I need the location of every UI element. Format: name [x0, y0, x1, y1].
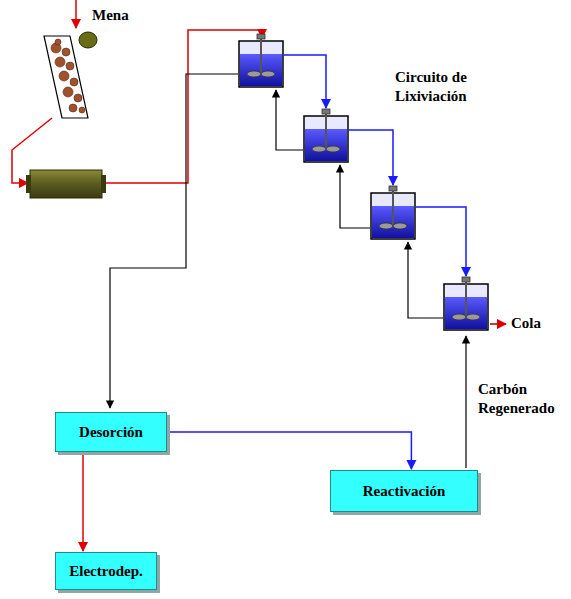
feed-arrow [75, 0, 77, 28]
tailings-arrow [490, 323, 506, 325]
carbon-flow [110, 74, 443, 408]
flow-connector [82, 452, 84, 551]
leach-tank [239, 34, 283, 87]
leach-tank [444, 277, 488, 330]
process-box: Electrodep. [55, 552, 157, 590]
carbon-return [465, 336, 466, 468]
annotation-label: Mena [92, 6, 129, 25]
mill-symbol [26, 170, 106, 198]
process-box: Reactivación [330, 470, 478, 512]
box-label: Electrodep. [69, 563, 142, 580]
crusher-symbol [44, 32, 97, 118]
leach-tank [304, 109, 348, 162]
flow-connector [167, 432, 411, 469]
box-label: Desorción [79, 424, 143, 441]
annotation-label: Circuito de Lixiviación [395, 68, 495, 106]
leach-tank [371, 186, 415, 239]
annotation-label: Cola [511, 314, 541, 333]
process-box: Desorción [55, 412, 167, 452]
box-label: Reactivación [363, 483, 445, 500]
annotation-label: Carbón Regenerado [478, 380, 566, 418]
